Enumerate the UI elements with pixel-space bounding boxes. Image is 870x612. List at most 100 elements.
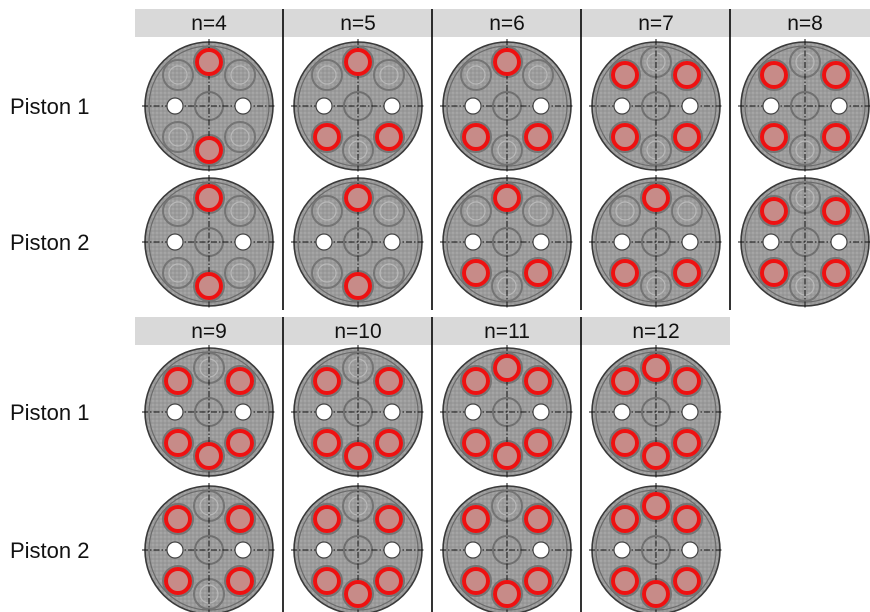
active-hole-ul xyxy=(760,197,788,225)
row-label: Piston 2 xyxy=(10,538,90,563)
active-hole-lr xyxy=(375,567,403,595)
active-hole-ur xyxy=(375,367,403,395)
column-header: n=9 xyxy=(191,320,227,343)
active-hole-t xyxy=(195,184,223,212)
header-bar xyxy=(135,9,870,37)
piston2-disk xyxy=(291,483,425,612)
open-port xyxy=(383,97,401,115)
piston1-disk xyxy=(589,39,723,173)
active-hole-lr xyxy=(226,567,254,595)
active-hole-ll xyxy=(611,123,639,151)
active-hole-t xyxy=(344,48,372,76)
piston2-disk xyxy=(142,175,276,309)
active-hole-ll xyxy=(164,567,192,595)
open-port xyxy=(681,97,699,115)
piston1-disk xyxy=(440,39,574,173)
active-hole-lr xyxy=(524,567,552,595)
active-hole-lr xyxy=(524,259,552,287)
active-hole-b xyxy=(642,580,670,608)
column-header: n=11 xyxy=(484,320,530,343)
active-hole-ur xyxy=(673,61,701,89)
active-hole-t xyxy=(642,354,670,382)
active-hole-t xyxy=(493,354,521,382)
active-hole-b xyxy=(642,442,670,470)
active-hole-ll xyxy=(611,429,639,457)
open-port xyxy=(315,233,333,251)
active-hole-ur xyxy=(375,505,403,533)
active-hole-ul xyxy=(611,61,639,89)
open-port xyxy=(166,403,184,421)
active-hole-lr xyxy=(673,429,701,457)
column-header: n=6 xyxy=(489,12,525,35)
active-hole-ur xyxy=(822,61,850,89)
open-port xyxy=(613,403,631,421)
active-hole-ul xyxy=(611,367,639,395)
active-hole-ll xyxy=(611,259,639,287)
open-port xyxy=(234,541,252,559)
active-hole-ur xyxy=(673,505,701,533)
column-header: n=4 xyxy=(191,12,227,35)
active-hole-t xyxy=(642,492,670,520)
open-port xyxy=(166,233,184,251)
active-hole-t xyxy=(195,48,223,76)
open-port xyxy=(315,97,333,115)
active-hole-ul xyxy=(760,61,788,89)
active-hole-lr xyxy=(375,429,403,457)
open-port xyxy=(383,233,401,251)
open-port xyxy=(762,233,780,251)
active-hole-ur xyxy=(673,367,701,395)
active-hole-ll xyxy=(462,429,490,457)
open-port xyxy=(234,97,252,115)
active-hole-ur xyxy=(524,367,552,395)
active-hole-ll xyxy=(313,123,341,151)
piston2-disk xyxy=(440,175,574,309)
column-header: n=7 xyxy=(638,12,674,35)
active-hole-ll xyxy=(462,567,490,595)
piston2-disk xyxy=(738,175,870,309)
row-label: Piston 1 xyxy=(10,94,90,119)
piston1-disk xyxy=(291,39,425,173)
active-hole-ul xyxy=(313,367,341,395)
active-hole-ur xyxy=(226,505,254,533)
open-port xyxy=(681,541,699,559)
active-hole-lr xyxy=(822,123,850,151)
active-hole-b xyxy=(195,442,223,470)
active-hole-ul xyxy=(462,505,490,533)
active-hole-ur xyxy=(226,367,254,395)
active-hole-lr xyxy=(673,567,701,595)
open-port xyxy=(166,97,184,115)
active-hole-t xyxy=(642,184,670,212)
open-port xyxy=(383,403,401,421)
active-hole-ll xyxy=(760,259,788,287)
active-hole-ul xyxy=(313,505,341,533)
open-port xyxy=(464,97,482,115)
active-hole-ul xyxy=(611,505,639,533)
open-port xyxy=(234,233,252,251)
active-hole-ll xyxy=(164,429,192,457)
open-port xyxy=(532,233,550,251)
open-port xyxy=(383,541,401,559)
piston2-disk xyxy=(291,175,425,309)
piston2-disk xyxy=(589,483,723,612)
row-label: Piston 1 xyxy=(10,400,90,425)
piston1-disk xyxy=(589,345,723,479)
open-port xyxy=(315,403,333,421)
active-hole-ll xyxy=(313,567,341,595)
piston1-disk xyxy=(291,345,425,479)
active-hole-ur xyxy=(524,505,552,533)
open-port xyxy=(830,97,848,115)
active-hole-lr xyxy=(375,123,403,151)
piston2-disk xyxy=(142,483,276,612)
column-header: n=10 xyxy=(334,320,381,343)
open-port xyxy=(464,541,482,559)
open-port xyxy=(830,233,848,251)
active-hole-b xyxy=(344,272,372,300)
active-hole-lr xyxy=(673,259,701,287)
active-hole-t xyxy=(493,184,521,212)
active-hole-ll xyxy=(611,567,639,595)
active-hole-b xyxy=(344,580,372,608)
open-port xyxy=(681,233,699,251)
piston1-disk xyxy=(440,345,574,479)
open-port xyxy=(613,541,631,559)
column-header: n=8 xyxy=(787,12,823,35)
